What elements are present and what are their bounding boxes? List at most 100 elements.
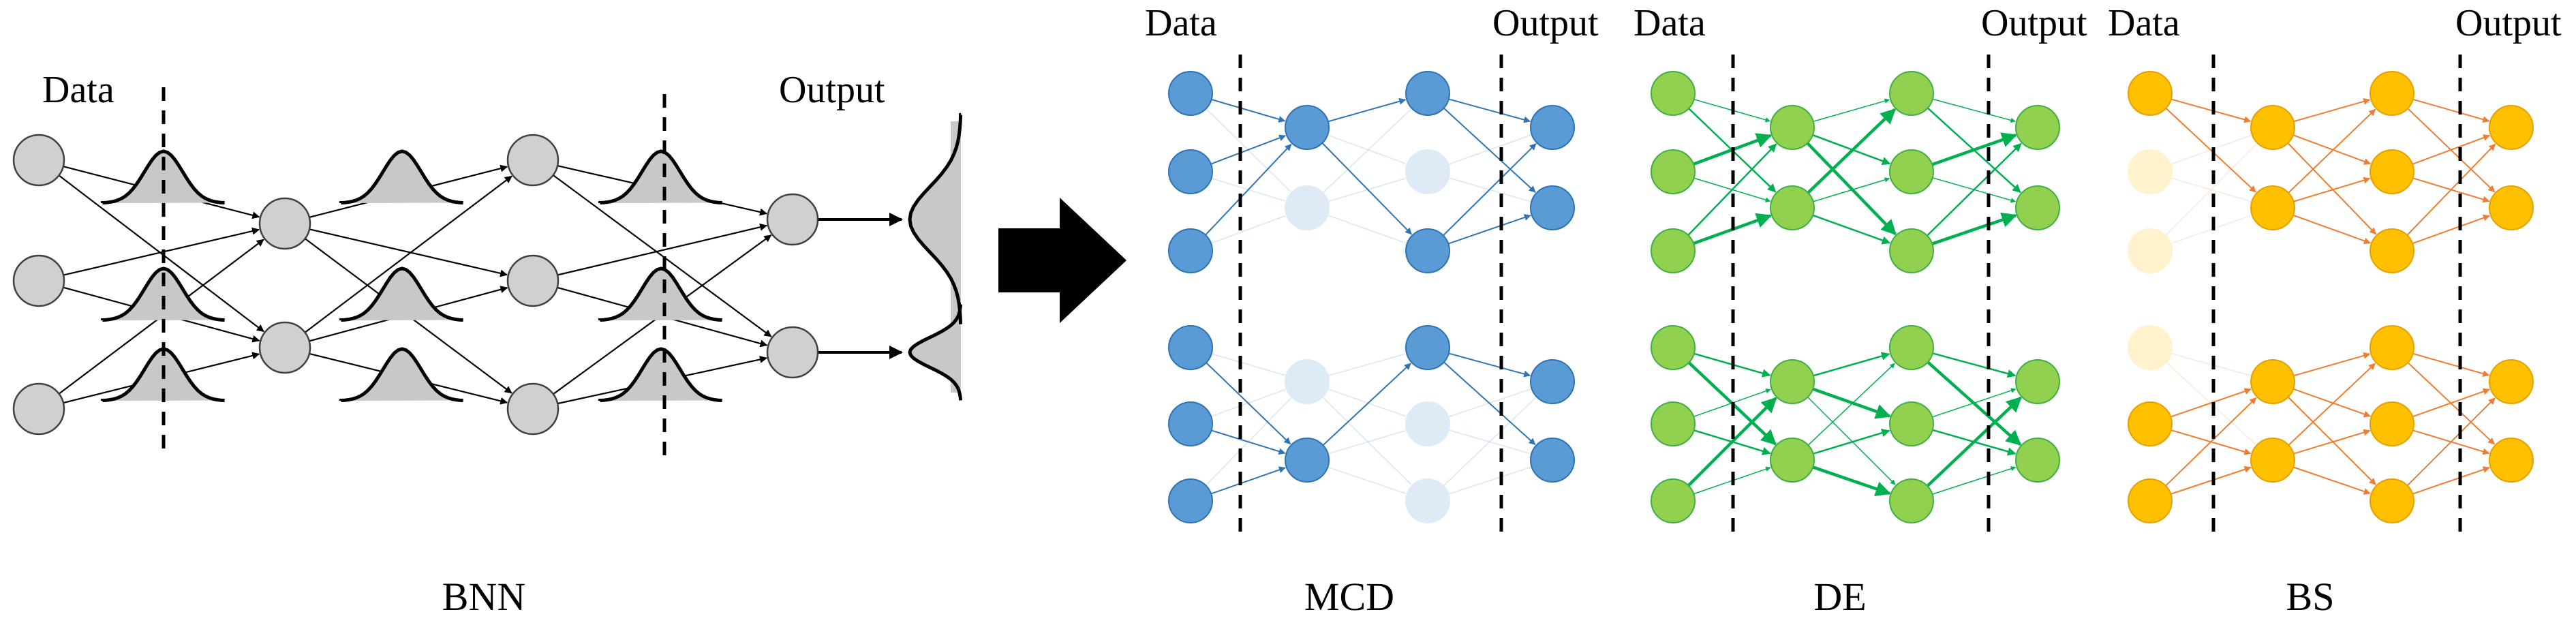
mcd-dropped-neuron bbox=[1405, 149, 1450, 194]
gaussian-curve bbox=[598, 149, 722, 204]
mcd-edge bbox=[1210, 215, 1286, 244]
bs-neuron bbox=[2489, 185, 2534, 230]
bs-edge bbox=[2170, 388, 2252, 418]
bs-neuron bbox=[2370, 478, 2414, 523]
mcd-edge bbox=[1443, 397, 1536, 487]
de-neuron bbox=[1889, 325, 1934, 370]
bs-neuron bbox=[2370, 401, 2414, 446]
bs-edge bbox=[2171, 98, 2252, 123]
bs-edge bbox=[2287, 142, 2377, 235]
bnn-edge bbox=[63, 227, 260, 276]
mcd-edge bbox=[1327, 134, 1407, 164]
de-neuron bbox=[1770, 105, 1815, 150]
mcd-edge bbox=[1447, 214, 1531, 245]
de-neuron bbox=[1651, 325, 1696, 370]
bs-edge bbox=[2293, 466, 2371, 495]
de-neuron bbox=[1770, 438, 1815, 483]
bnn-edge bbox=[309, 228, 508, 277]
output-distribution-curve bbox=[908, 112, 963, 324]
de-neuron bbox=[1889, 401, 1934, 446]
bs-edge bbox=[2293, 177, 2371, 202]
bnn-weight-distributions bbox=[100, 149, 722, 402]
mcd-edge bbox=[1328, 353, 1406, 377]
gaussian-curve bbox=[598, 266, 722, 322]
de-data-label: Data bbox=[1634, 2, 1706, 44]
de-neuron bbox=[1651, 228, 1696, 273]
bs-edge bbox=[2412, 214, 2490, 245]
mcd-neuron bbox=[1530, 438, 1575, 483]
gaussian-curve bbox=[339, 149, 463, 204]
bs-neuron bbox=[2128, 71, 2173, 116]
mcd-edge bbox=[1328, 178, 1406, 202]
de-output-label: Output bbox=[1981, 2, 2087, 44]
bs-edge bbox=[2171, 466, 2252, 495]
mcd-panel bbox=[1168, 71, 1575, 523]
mcd-edge bbox=[1211, 353, 1285, 376]
bnn-neuron bbox=[258, 321, 311, 374]
mcd-edge bbox=[1443, 143, 1537, 237]
gaussian-fill bbox=[600, 151, 722, 203]
bs-edge bbox=[2412, 98, 2490, 123]
mcd-edge bbox=[1322, 363, 1411, 446]
mcd-edge bbox=[1448, 388, 1531, 418]
mcd-neuron bbox=[1168, 401, 1213, 446]
bs-edge bbox=[2293, 388, 2371, 418]
bs-edge bbox=[2293, 352, 2371, 377]
de-neuron bbox=[1889, 71, 1934, 116]
mcd-neuron bbox=[1285, 105, 1330, 150]
gaussian-curve bbox=[339, 266, 463, 322]
de-neuron bbox=[1770, 185, 1815, 230]
bs-neuron bbox=[2370, 325, 2414, 370]
mcd-edge bbox=[1210, 134, 1287, 165]
de-panel bbox=[1651, 71, 2060, 523]
mcd-data-label: Data bbox=[1145, 2, 1217, 44]
mcd-dropped-neuron bbox=[1285, 359, 1330, 404]
mcd-edge bbox=[1443, 107, 1536, 193]
de-edge bbox=[1807, 363, 1895, 446]
de-neuron bbox=[1889, 149, 1934, 194]
de-edge bbox=[1931, 212, 2017, 245]
bs-neuron bbox=[2250, 185, 2295, 230]
bs-neuron bbox=[2250, 105, 2295, 150]
bs-data-label: Data bbox=[2108, 2, 2180, 44]
de-edge bbox=[1932, 388, 2017, 418]
de-caption: DE bbox=[1813, 575, 1866, 619]
gaussian-fill bbox=[600, 349, 722, 401]
bnn-edge bbox=[304, 175, 512, 333]
bnn-edge bbox=[557, 223, 768, 276]
de-neuron bbox=[1889, 478, 1934, 523]
mcd-neuron bbox=[1168, 478, 1213, 523]
mcd-edge bbox=[1322, 108, 1411, 194]
mcd-edge bbox=[1206, 362, 1291, 445]
bs-neuron bbox=[2370, 71, 2414, 116]
de-neuron bbox=[1651, 71, 1696, 116]
de-edge bbox=[1813, 429, 1890, 455]
bs-edge bbox=[2171, 177, 2251, 202]
mcd-output-label: Output bbox=[1492, 2, 1599, 44]
mcd-neuron bbox=[1530, 359, 1575, 404]
mcd-edge bbox=[1327, 388, 1407, 417]
de-edge bbox=[1812, 214, 1891, 245]
de-neuron bbox=[1651, 478, 1696, 523]
bs-edge bbox=[2165, 397, 2257, 487]
bs-neurons bbox=[2128, 71, 2534, 523]
mcd-neuron bbox=[1530, 105, 1575, 150]
mcd-edge bbox=[1321, 142, 1412, 235]
bs-edges bbox=[2165, 98, 2496, 495]
bnn-neurons bbox=[12, 134, 819, 436]
mcd-dropped-neuron bbox=[1405, 478, 1450, 523]
mcd-edge bbox=[1205, 143, 1292, 236]
gaussian-curve bbox=[339, 347, 463, 402]
bs-dropped-neuron bbox=[2128, 228, 2173, 273]
bs-edge bbox=[2165, 108, 2256, 193]
de-neuron bbox=[1651, 149, 1696, 194]
mcd-edge bbox=[1211, 429, 1286, 455]
de-edge bbox=[1813, 352, 1890, 377]
de-neurons bbox=[1651, 71, 2060, 523]
bs-edge bbox=[2165, 143, 2257, 236]
mcd-neuron bbox=[1405, 71, 1450, 116]
de-edge bbox=[1812, 466, 1891, 497]
de-neuron bbox=[1651, 401, 1696, 446]
bnn-output-distributions bbox=[908, 112, 963, 401]
mcd-edge bbox=[1328, 97, 1407, 123]
